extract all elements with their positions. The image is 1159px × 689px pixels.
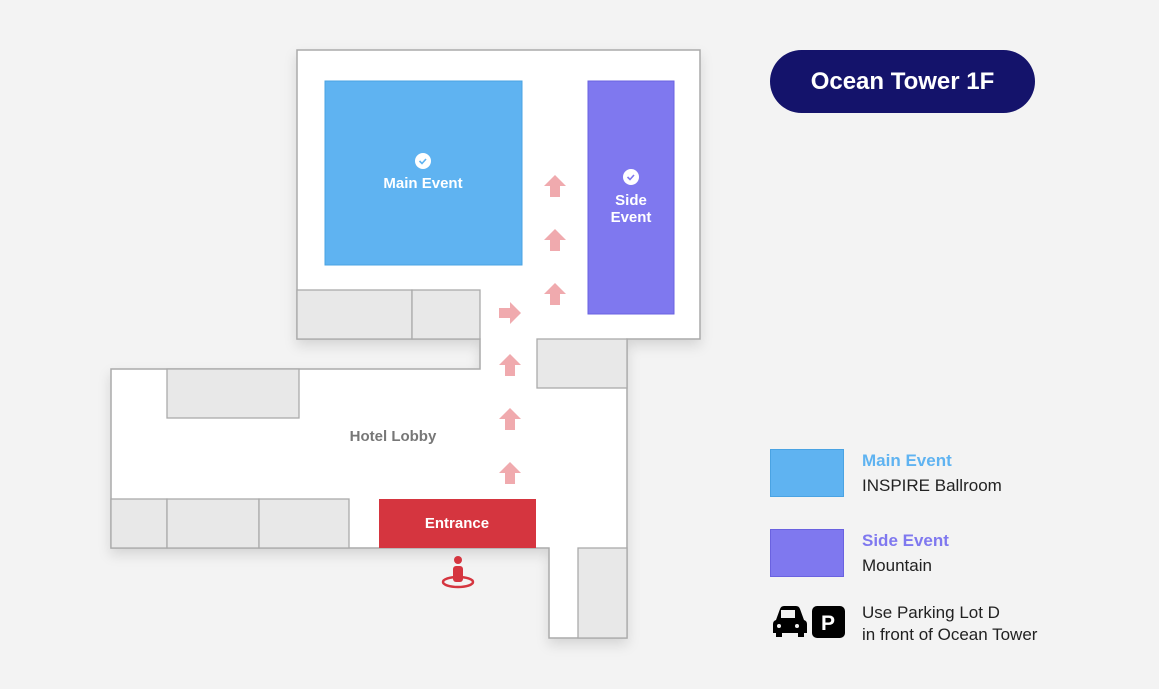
svg-text:P: P: [821, 612, 835, 635]
facility-rooms: [110, 289, 628, 639]
hotel-lobby-label: Hotel Lobby: [350, 428, 437, 445]
floor-title: Ocean Tower 1F: [770, 50, 1035, 113]
side-event-label-1: Side: [615, 192, 647, 209]
legend-main-title: Main Event: [862, 451, 952, 470]
side-event-room[interactable]: [587, 80, 675, 315]
entrance-label: Entrance: [425, 515, 489, 532]
legend-main-subtitle: INSPIRE Ballroom: [862, 476, 1002, 495]
parking-icon: P: [812, 606, 845, 638]
check-icon: [623, 169, 639, 185]
parking-line-2: in front of Ocean Tower: [862, 625, 1038, 644]
check-icon: [415, 153, 431, 169]
car-icon: [773, 606, 807, 637]
legend-main-swatch: [770, 449, 844, 497]
you-are-here-icon: [441, 556, 475, 589]
main-event-room[interactable]: [324, 80, 523, 266]
parking-line-1: Use Parking Lot D: [862, 603, 1000, 622]
legend-side-subtitle: Mountain: [862, 556, 932, 575]
main-event-label: Main Event: [383, 175, 462, 192]
side-event-label-2: Event: [611, 209, 652, 226]
entrance[interactable]: [379, 499, 536, 548]
legend-side-title: Side Event: [862, 531, 949, 550]
legend-side-swatch: [770, 529, 844, 577]
